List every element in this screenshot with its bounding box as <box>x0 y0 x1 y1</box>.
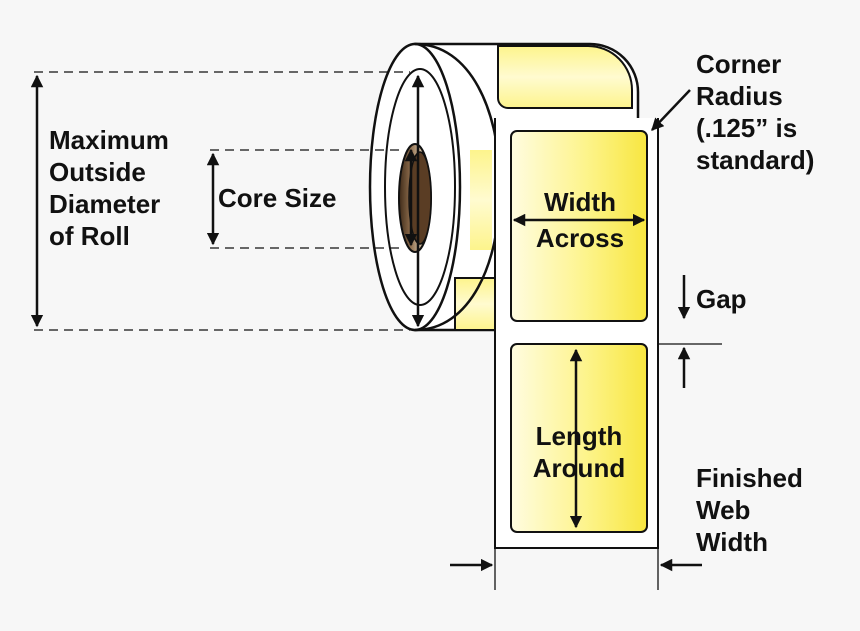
finished-web-width-label: Finished Web Width <box>696 463 803 557</box>
dimension-guides <box>34 71 410 331</box>
max-diameter-label: Maximum Outside Diameter of Roll <box>49 125 169 251</box>
gap-extension-lines <box>494 343 722 590</box>
corner-radius-label: Corner Radius (.125” is standard) <box>696 49 815 175</box>
length-around-label: Length Around <box>532 421 626 483</box>
width-across-label: Width Across <box>535 187 625 253</box>
dimension-arrows <box>30 74 702 572</box>
core-size-label: Core Size <box>218 183 337 213</box>
gap-label: Gap <box>696 284 747 314</box>
